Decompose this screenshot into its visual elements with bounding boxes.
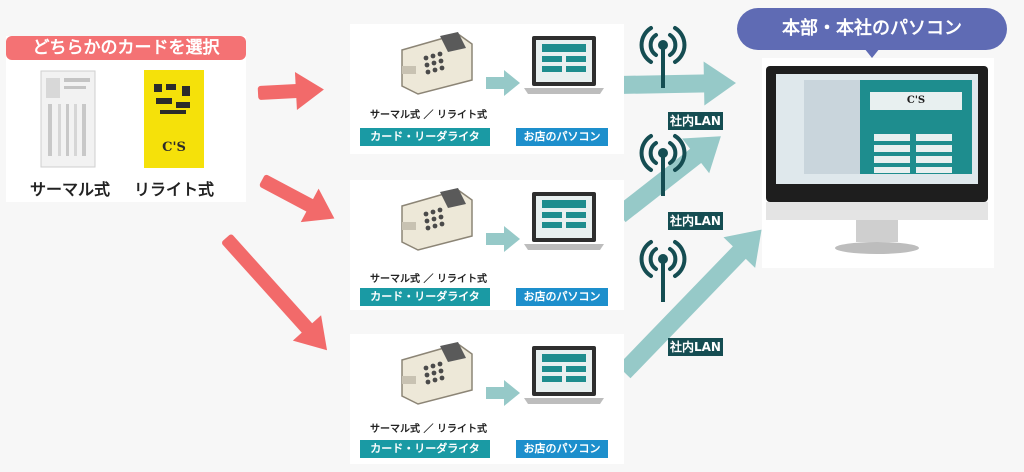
hq-monitor-icon — [766, 66, 988, 254]
shop-laptop-icon — [524, 192, 604, 250]
rewrite-card-logo: C'S — [162, 140, 186, 155]
shop-panel-1: サーマル式 ／ リライト式 カード・リーダライタ お店のパソコン — [350, 24, 624, 154]
red-arrow-to-shop-3 — [222, 234, 328, 351]
shop-pc-label: お店のパソコン — [516, 288, 608, 306]
lan-label-3: 社内LAN — [668, 338, 723, 356]
shop-laptop-icon — [524, 346, 604, 404]
shop-laptop-icon — [524, 36, 604, 94]
small-teal-arrow — [486, 70, 520, 96]
teal-arrow-shop-3-to-hq — [617, 229, 762, 379]
small-teal-arrow — [486, 380, 520, 406]
card-pattern-icon — [154, 84, 190, 114]
rewrite-label: リライト式 — [134, 180, 215, 199]
small-teal-arrow — [486, 226, 520, 252]
device-caption: サーマル式 ／ リライト式 — [370, 274, 487, 285]
shop-panel-3: サーマル式 ／ リライト式 カード・リーダライタ お店のパソコン — [350, 334, 624, 464]
antenna-icon — [639, 26, 687, 88]
headquarters-title-pointer — [864, 48, 880, 58]
red-arrow-to-shop-2 — [259, 174, 335, 223]
headquarters-title: 本部・本社のパソコン — [737, 8, 1007, 50]
thermal-label: サーマル式 — [30, 180, 111, 199]
rewrite-card-image: C'S — [144, 70, 204, 168]
shop-pc-label: お店のパソコン — [516, 440, 608, 458]
card-reader-writer-icon — [401, 188, 473, 251]
card-reader-writer-label: カード・リーダライタ — [360, 440, 490, 458]
card-reader-writer-icon — [401, 342, 473, 405]
thermal-card-image — [40, 70, 96, 168]
card-reader-writer-label: カード・リーダライタ — [360, 288, 490, 306]
card-reader-writer-icon — [401, 32, 473, 95]
card-reader-writer-label: カード・リーダライタ — [360, 128, 490, 146]
shop-pc-label: お店のパソコン — [516, 128, 608, 146]
lan-label-2: 社内LAN — [668, 212, 723, 230]
device-caption: サーマル式 ／ リライト式 — [370, 424, 487, 435]
red-arrow-to-shop-1 — [257, 72, 324, 110]
card-selection-title: どちらかのカードを選択 — [6, 36, 246, 60]
hq-screen-logo: C'S — [906, 95, 926, 106]
lan-label-1: 社内LAN — [668, 112, 723, 130]
antenna-icon — [639, 240, 687, 302]
shop-panel-2: サーマル式 ／ リライト式 カード・リーダライタ お店のパソコン — [350, 180, 624, 310]
antenna-icon — [639, 134, 687, 196]
device-caption: サーマル式 ／ リライト式 — [370, 110, 487, 121]
